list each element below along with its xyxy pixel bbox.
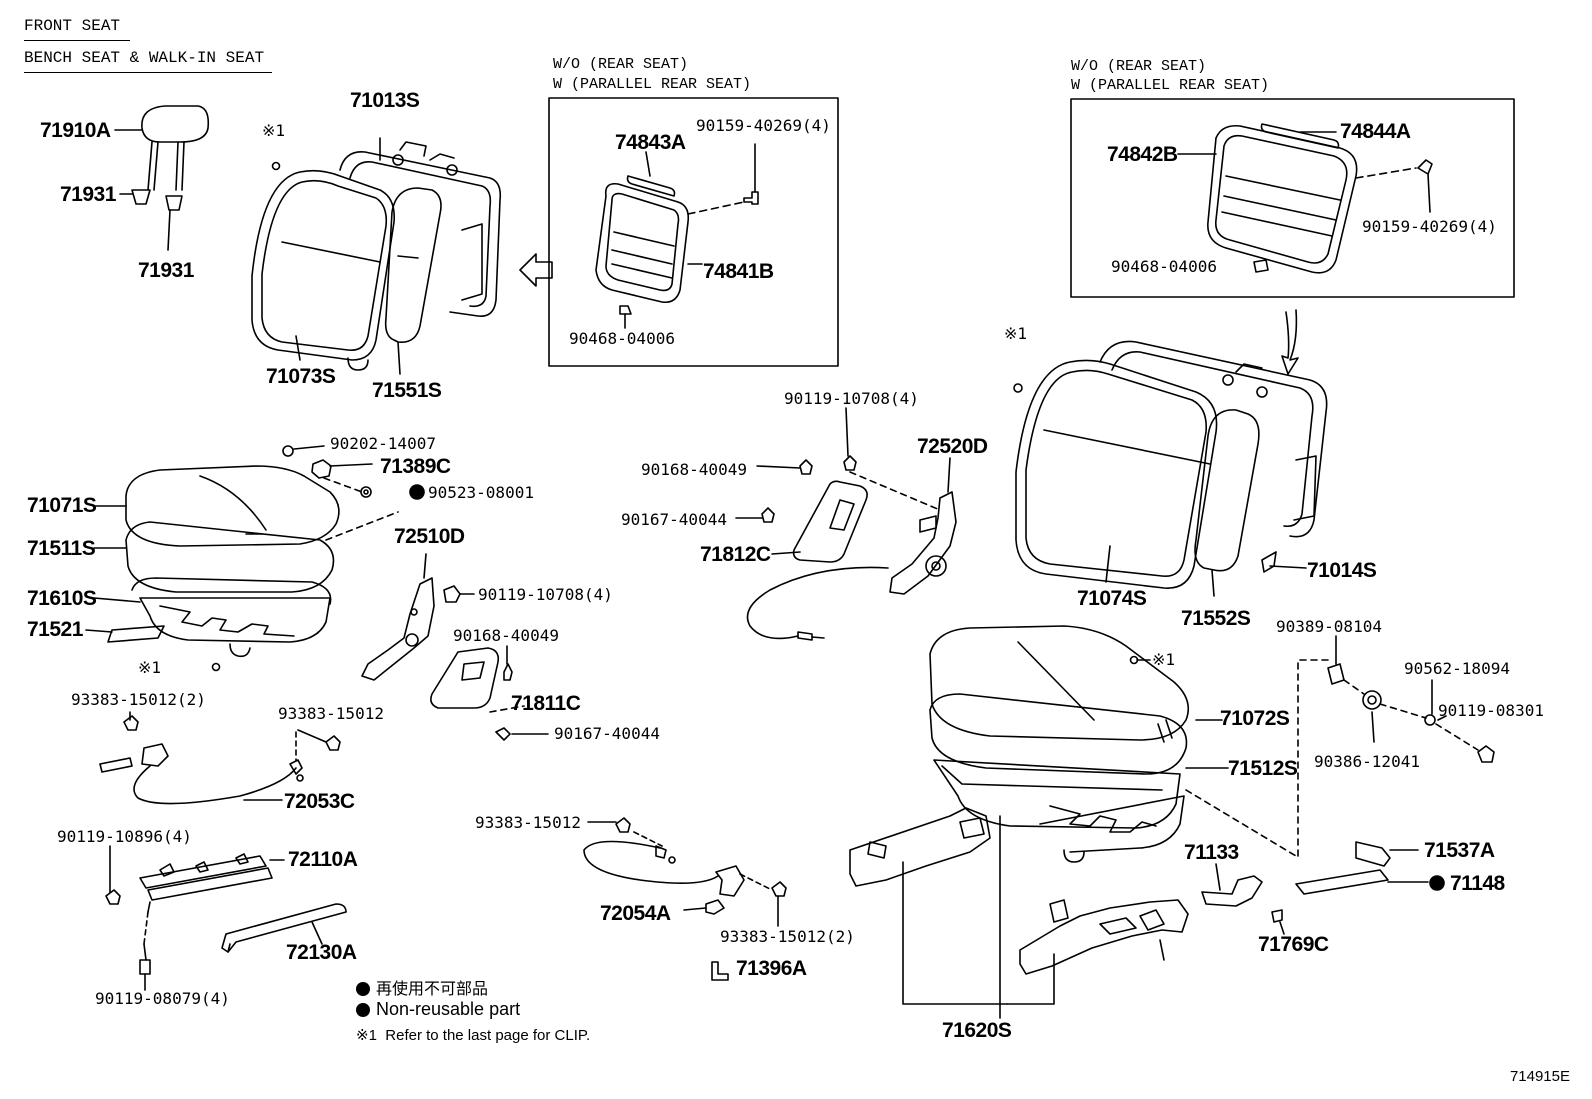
- clip-mark-right-cushion: ※1: [1152, 650, 1176, 669]
- right-seat-cushion-illustration: [929, 625, 1229, 863]
- callout-71013s: 71013S: [350, 89, 420, 112]
- part-90562-18094: 90562-18094: [1404, 659, 1510, 678]
- legend-en: Non-reusable part: [356, 999, 520, 1020]
- part-90389-08104: 90389-08104: [1276, 617, 1382, 636]
- callout-72130a: 72130A: [286, 941, 357, 964]
- upper-seatback-illustration: [251, 137, 553, 375]
- callout-71812c: 71812C: [700, 543, 771, 566]
- legend-jp-text: 再使用不可部品: [376, 981, 489, 998]
- callout-72520d: 72520D: [917, 435, 988, 458]
- part-90167-40044-left: 90167-40044: [554, 724, 660, 743]
- part-93383-15012-2-center: 93383-15012(2): [720, 927, 855, 946]
- part-90523-08001: 90523-08001: [428, 483, 534, 502]
- callout-72054a: 72054A: [600, 902, 671, 925]
- callout-71396a: 71396A: [736, 957, 807, 980]
- part-90386-12041: 90386-12041: [1314, 752, 1420, 771]
- right-inset-condition-1: W/O (REAR SEAT): [1071, 58, 1207, 75]
- filled-dot-icon: [356, 982, 370, 996]
- callout-71148: 71148: [1450, 872, 1505, 895]
- callout-71769c: 71769C: [1258, 933, 1329, 956]
- callout-74841b: 74841B: [703, 260, 774, 283]
- page-title: FRONT SEAT: [24, 17, 121, 35]
- callout-71511s: 71511S: [27, 537, 96, 560]
- part-93383-15012-left: 93383-15012: [278, 704, 384, 723]
- callout-74842b: 74842B: [1107, 143, 1178, 166]
- clip-mark-right-back: ※1: [1004, 324, 1028, 343]
- callout-71133: 71133: [1184, 841, 1239, 864]
- callout-71552s: 71552S: [1181, 607, 1251, 630]
- callout-71072s: 71072S: [1220, 707, 1290, 730]
- right-seatback-illustration: [1013, 340, 1328, 597]
- right-inset-board-illustration: [1177, 123, 1433, 274]
- callout-71610s: 71610S: [27, 587, 97, 610]
- filled-dot-icon: [356, 1003, 370, 1017]
- legend-jp: 再使用不可部品: [356, 975, 488, 999]
- legend-en-text: Non-reusable part: [376, 999, 521, 1019]
- part-90119-10708-right: 90119-10708(4): [784, 389, 919, 408]
- left-seat-cushion-illustration: [85, 445, 373, 672]
- part-90167-40044-right: 90167-40044: [621, 510, 727, 529]
- right-recliner-illustration: [735, 407, 957, 641]
- left-inset-board-illustration: [595, 143, 759, 329]
- part-90119-10708-left: 90119-10708(4): [478, 585, 613, 604]
- part-90168-40049-right: 90168-40049: [641, 460, 747, 479]
- page-subtitle: BENCH SEAT & WALK-IN SEAT: [24, 49, 265, 67]
- part-90468-04006-left: 90468-04006: [569, 329, 675, 348]
- callout-71620s: 71620S: [942, 1019, 1012, 1042]
- part-90168-40049-left: 90168-40049: [453, 626, 559, 645]
- callout-71551s: 71551S: [372, 379, 442, 402]
- callout-74843a: 74843A: [615, 131, 686, 154]
- callout-71074s: 71074S: [1077, 587, 1147, 610]
- left-recliner-illustration: [361, 553, 549, 741]
- callout-71931-upper: 71931: [60, 183, 116, 206]
- legend-note-text: Refer to the last page for CLIP.: [385, 1027, 591, 1044]
- clip-mark-left-cushion: ※1: [138, 658, 162, 677]
- callout-72053c: 72053C: [284, 790, 355, 813]
- part-90119-08301: 90119-08301: [1438, 701, 1544, 720]
- callout-71910a: 71910A: [40, 119, 111, 142]
- left-inset-condition-1: W/O (REAR SEAT): [553, 56, 689, 73]
- part-93383-15012-center: 93383-15012: [475, 813, 581, 832]
- legend-note: ※1 Refer to the last page for CLIP.: [356, 1026, 590, 1044]
- callout-71071s: 71071S: [27, 494, 97, 517]
- seat-cable-72054a-illustration: [583, 817, 787, 981]
- headrest-illustration: [114, 105, 210, 251]
- part-90119-08079: 90119-08079(4): [95, 989, 230, 1008]
- seat-cable-72053c-illustration: [99, 711, 341, 805]
- left-inset-condition-2: W (PARALLEL REAR SEAT): [553, 76, 752, 93]
- seat-adjuster-illustration: [105, 845, 347, 991]
- right-inset-box: [1070, 98, 1515, 298]
- diagram-id: 714915E: [1509, 1068, 1570, 1085]
- callout-71811c: 71811C: [511, 692, 581, 715]
- callout-74844a: 74844A: [1340, 120, 1411, 143]
- callout-71931-lower: 71931: [138, 259, 194, 282]
- callout-71014s: 71014S: [1307, 559, 1377, 582]
- legend-note-mark: ※1: [356, 1027, 377, 1044]
- callout-71389c: 71389C: [380, 455, 451, 478]
- callout-71073s: 71073S: [266, 365, 336, 388]
- callout-72510d: 72510D: [394, 525, 465, 548]
- seat-track-illustration: [849, 807, 1189, 1019]
- callout-71512s: 71512S: [1228, 757, 1298, 780]
- clip-mark-upper: ※1: [262, 121, 286, 140]
- callout-71537a: 71537A: [1424, 839, 1495, 862]
- left-inset-box: [548, 97, 839, 367]
- part-90159-40269-right: 90159-40269(4): [1362, 217, 1497, 236]
- right-inset-condition-2: W (PARALLEL REAR SEAT): [1071, 77, 1270, 94]
- part-93383-15012-2-left: 93383-15012(2): [71, 690, 206, 709]
- callout-72110a: 72110A: [288, 848, 358, 871]
- part-90468-04006-right: 90468-04006: [1111, 257, 1217, 276]
- callout-71521: 71521: [27, 618, 83, 641]
- part-90202-14007: 90202-14007: [330, 434, 436, 453]
- page-title-underline: [24, 40, 130, 41]
- part-90159-40269-left: 90159-40269(4): [696, 116, 831, 135]
- page-subtitle-underline: [24, 72, 272, 73]
- part-90119-10896: 90119-10896(4): [57, 827, 192, 846]
